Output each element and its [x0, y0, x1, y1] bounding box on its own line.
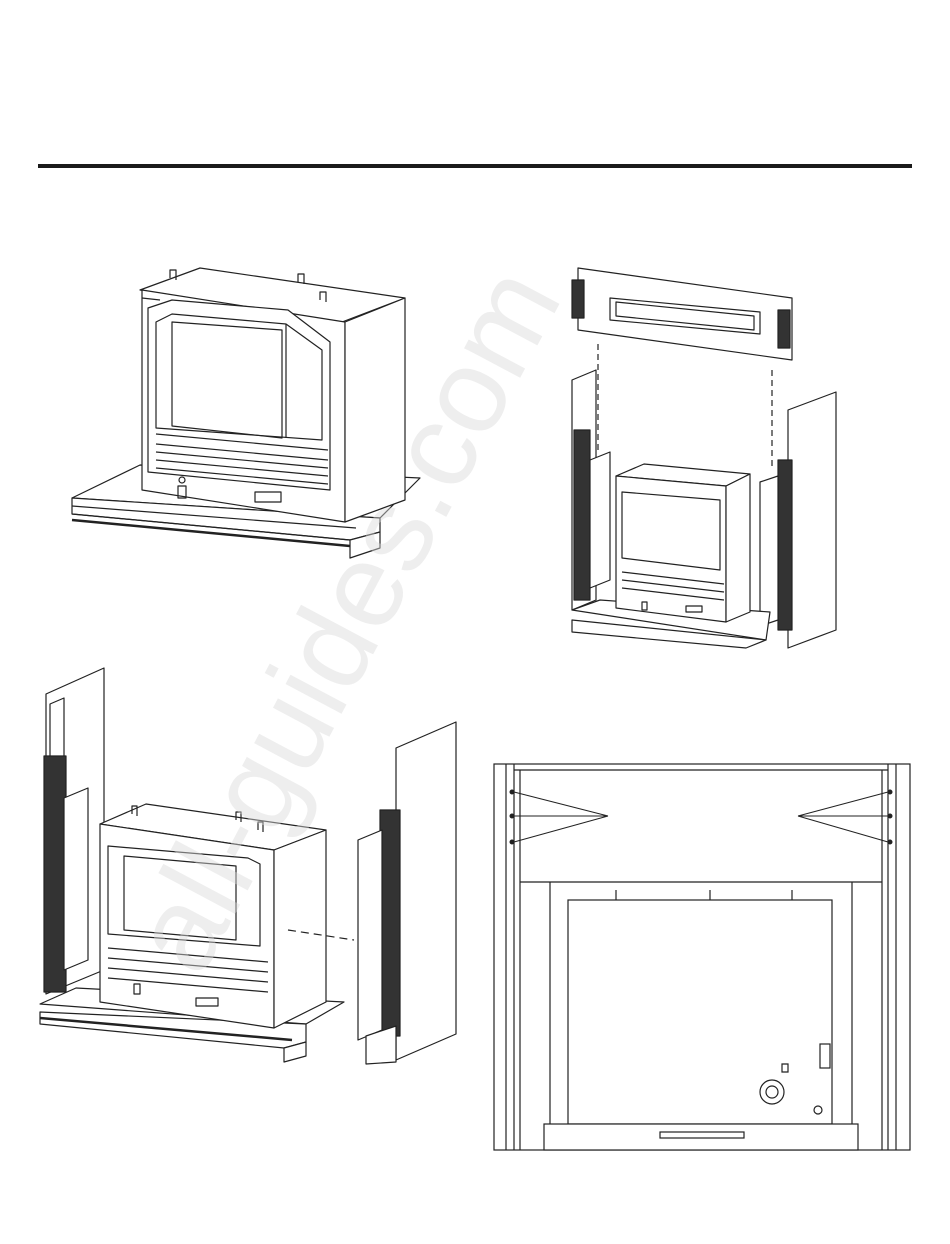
front-view-screws-drawing [492, 760, 914, 1154]
insert-body-c [100, 804, 326, 1028]
header-rule [38, 164, 912, 168]
side-panel-attachment-drawing [36, 664, 466, 1074]
header-and-columns-drawing [560, 260, 850, 660]
header-panel [572, 268, 792, 360]
right-side-panel [358, 722, 456, 1064]
figure-header-and-columns [560, 260, 850, 660]
left-column [572, 370, 610, 610]
outer-frame [494, 764, 910, 1150]
insert-on-base-drawing [60, 260, 400, 570]
figure-side-panel-attachment [36, 664, 466, 1074]
figure-front-view-screws [492, 760, 914, 1154]
figure-insert-on-base [60, 260, 400, 570]
insert-body [140, 268, 405, 522]
left-side-panel [44, 668, 104, 994]
